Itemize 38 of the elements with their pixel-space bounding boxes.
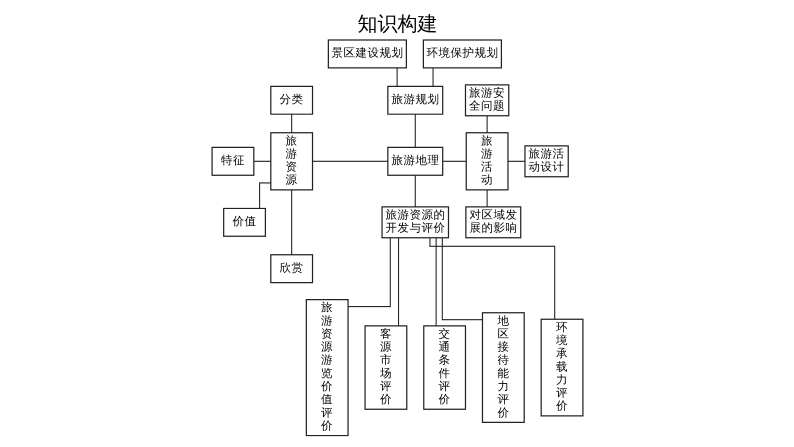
connector [414, 114, 416, 148]
connector [290, 190, 292, 255]
connector [414, 175, 416, 207]
connector [258, 182, 270, 208]
connector [397, 238, 399, 326]
connector [290, 114, 292, 133]
node-box: 客源市场评价 [364, 325, 407, 410]
connector [508, 160, 524, 162]
node-box: 欣赏 [270, 254, 313, 284]
node-box: 环境保护规划 [422, 39, 502, 68]
node-box: 旅游资源游览价值评价 [305, 298, 348, 436]
node-box: 分类 [270, 86, 313, 115]
node-box: 旅游安全问题 [464, 84, 509, 116]
node-box: 对区域发展的影响 [464, 206, 521, 238]
node-box: 特征 [210, 146, 254, 176]
connector [396, 68, 398, 86]
connector [486, 190, 488, 207]
connector [428, 238, 555, 320]
connector [486, 116, 488, 133]
connector [348, 238, 390, 308]
node-box: 环境承载力评价 [540, 318, 584, 416]
node-box: 旅游活动设计 [524, 145, 568, 178]
node-box: 价值 [222, 208, 266, 237]
connector [441, 238, 482, 320]
node-box: 旅游地理 [386, 146, 443, 176]
connector [432, 68, 434, 86]
node-box: 交通条件评价 [422, 325, 466, 410]
node-box: 旅游规划 [386, 86, 443, 115]
node-box: 旅游资源的开发与评价 [380, 206, 449, 238]
connector [435, 238, 436, 326]
node-box: 旅游活动 [465, 132, 508, 191]
node-box: 景区建设规划 [327, 39, 406, 68]
node-box: 旅游资源 [270, 132, 313, 191]
connector [442, 160, 466, 162]
diagram-title: 知识构建 [357, 12, 437, 36]
connector [253, 160, 270, 162]
connector [312, 160, 388, 162]
node-box: 地区接待能力评价 [481, 312, 524, 424]
